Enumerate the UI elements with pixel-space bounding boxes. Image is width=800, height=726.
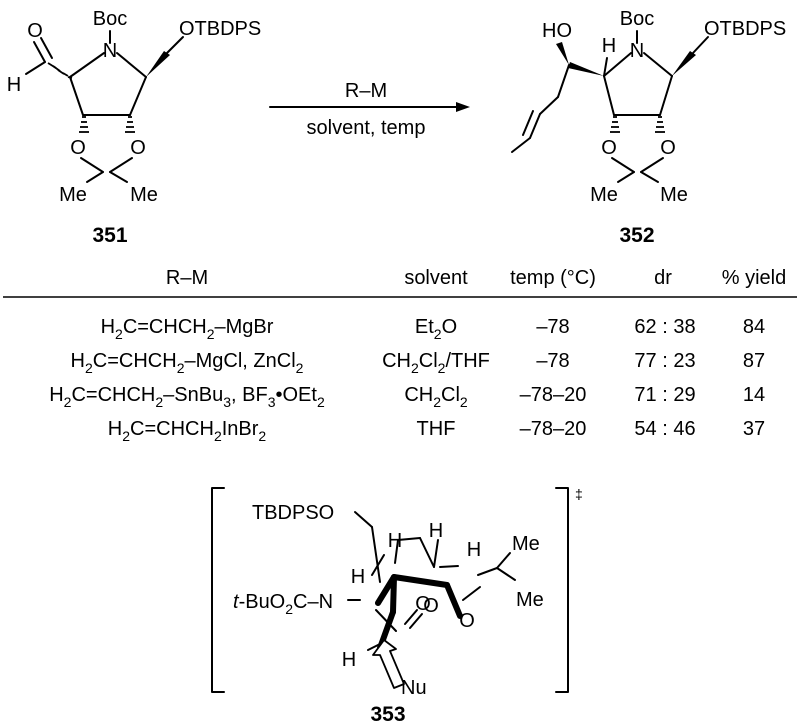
me-left-label: Me (590, 184, 618, 206)
reagent-label: R–M (345, 80, 387, 102)
structure-351: Boc N OTBDPS O H O O Me Me 351 (7, 8, 261, 247)
cell-temp: –78 (536, 350, 569, 372)
tbdpso-label: TBDPSO (252, 502, 334, 524)
n-label: N (103, 40, 117, 62)
header-dr: dr (654, 267, 672, 289)
h-label-2: H (429, 520, 443, 542)
table-row: H2C=CHCH2InBr2 THF –78–20 54 : 46 37 (108, 418, 765, 444)
cell-solvent: Et2O (415, 316, 457, 342)
cell-yield: 84 (743, 316, 765, 338)
boc-label: Boc (620, 8, 654, 30)
cell-temp: –78 (536, 316, 569, 338)
h-label-4: H (351, 566, 365, 588)
nu-label: Nu (401, 677, 427, 699)
otbdps-label: OTBDPS (704, 18, 786, 40)
me-label-top: Me (512, 533, 540, 555)
compound-number-353: 353 (370, 703, 405, 726)
header-rm: R–M (166, 267, 208, 289)
header-yield: % yield (722, 267, 786, 289)
n-label: N (630, 40, 644, 62)
o-left-label: O (601, 137, 617, 159)
compound-number-352: 352 (619, 224, 654, 247)
cell-yield: 14 (743, 384, 765, 406)
cell-solvent: CH2Cl2 (404, 384, 468, 410)
me-left-label: Me (59, 184, 87, 206)
me-right-label: Me (130, 184, 158, 206)
header-solvent: solvent (404, 267, 468, 289)
o-label-lower: O (459, 610, 475, 632)
o-aldehyde-label: O (27, 20, 43, 42)
structure-352: HO H Boc N OTBDPS O O Me Me 352 (511, 8, 786, 247)
o-label-upper: O (423, 595, 439, 617)
o-right-label: O (130, 137, 146, 159)
compound-number-351: 351 (92, 224, 127, 247)
conditions-label: solvent, temp (307, 117, 426, 139)
ho-label: HO (542, 20, 572, 42)
conditions-table: R–M solvent temp (°C) dr % yield H2C=CHC… (3, 267, 797, 444)
cell-yield: 37 (743, 418, 765, 440)
table-row: H2C=CHCH2–SnBu3, BF3•OEt2 CH2Cl2 –78–20 71 … (49, 384, 765, 410)
cell-reagent: H2C=CHCH2–MgCl, ZnCl2 (71, 350, 304, 376)
otbdps-label: OTBDPS (179, 18, 261, 40)
cell-solvent: THF (417, 418, 456, 440)
cell-temp: –78–20 (520, 418, 587, 440)
h-aldehyde-label: H (7, 74, 21, 96)
cell-yield: 87 (743, 350, 765, 372)
table-row: H2C=CHCH2–MgCl, ZnCl2 CH2Cl2/THF –78 77 : 2… (71, 350, 766, 376)
cell-dr: 62 : 38 (634, 316, 695, 338)
h-label-aldehyde: H (342, 649, 356, 671)
me-right-label: Me (660, 184, 688, 206)
me-label-right: Me (516, 589, 544, 611)
cell-dr: 77 : 23 (634, 350, 695, 372)
cell-dr: 71 : 29 (634, 384, 695, 406)
header-temp: temp (°C) (510, 267, 596, 289)
cell-dr: 54 : 46 (634, 418, 695, 440)
cell-reagent: H2C=CHCH2–MgBr (101, 316, 274, 342)
boc-label: Boc (93, 8, 127, 30)
cell-reagent: H2C=CHCH2–SnBu3, BF3•OEt2 (49, 384, 325, 410)
o-right-label: O (660, 137, 676, 159)
transition-state-353: ‡ TBDPSO H H H H Me Me O (211, 486, 583, 726)
table-row: H2C=CHCH2–MgBr Et2O –78 62 : 38 84 (101, 316, 766, 342)
carbamate-label: t-BuO2C–N (233, 591, 333, 617)
o-label-carbonyl: O (415, 593, 431, 615)
cell-solvent: CH2Cl2/THF (382, 350, 490, 376)
dagger-label: ‡ (575, 486, 583, 502)
h-label-3: H (467, 539, 481, 561)
o-left-label: O (70, 137, 86, 159)
cell-temp: –78–20 (520, 384, 587, 406)
cell-reagent: H2C=CHCH2InBr2 (108, 418, 267, 444)
h-label-1: H (388, 530, 402, 552)
ring-h-label: H (602, 35, 616, 57)
reaction-arrow: R–M solvent, temp (269, 80, 470, 139)
